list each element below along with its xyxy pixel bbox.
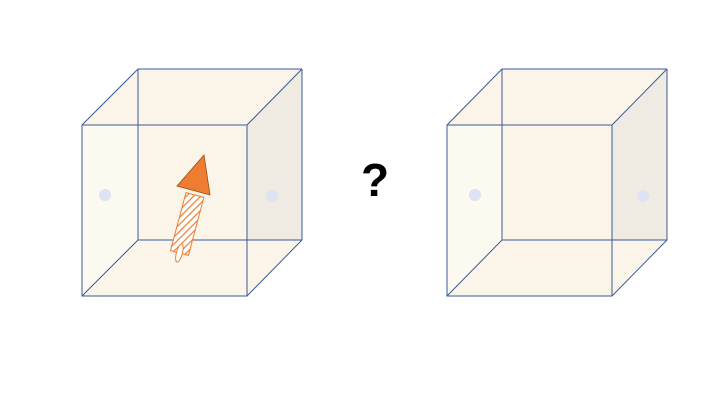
left-cube-left-dot: [99, 189, 111, 201]
left-cube-right-dot: [266, 190, 278, 202]
arrow-icon: [169, 154, 211, 263]
left-cube-front-face: [82, 125, 247, 296]
left-cube-right-face: [247, 69, 302, 296]
arrow-base: [175, 243, 184, 263]
left-cube: [81, 68, 303, 297]
right-cube: [446, 68, 668, 297]
right-cube-left-dot: [469, 189, 481, 201]
left-cube-top-face: [82, 69, 302, 125]
arrow-head: [176, 154, 211, 196]
right-cube-right-face: [612, 69, 667, 296]
right-cube-right-dot: [637, 190, 649, 202]
question-mark: ?: [360, 154, 390, 206]
